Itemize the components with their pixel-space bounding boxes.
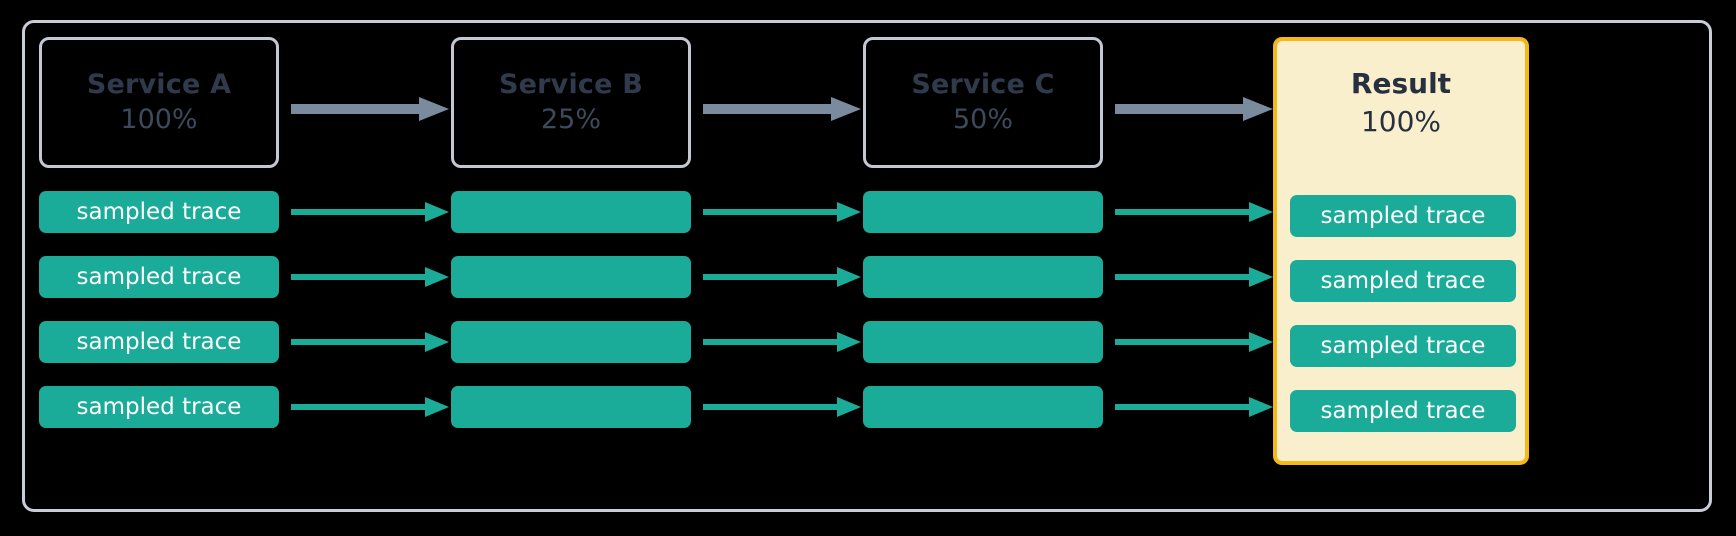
trace-bar-label: sampled trace	[76, 393, 242, 420]
service-node-b[interactable]: Service B 25%	[451, 37, 691, 168]
result-trace-item[interactable]: sampled trace	[1290, 390, 1516, 432]
trace-arrow	[1115, 397, 1273, 417]
result-trace-label: sampled trace	[1320, 332, 1486, 359]
diagram-frame: Service A 100% Service B 25% Service C 5…	[22, 20, 1712, 512]
trace-arrow	[291, 332, 449, 352]
service-percent: 100%	[120, 103, 198, 135]
trace-bar[interactable]	[451, 321, 691, 363]
trace-arrow	[703, 202, 861, 222]
trace-bar[interactable]	[863, 191, 1103, 233]
trace-arrow	[291, 267, 449, 287]
trace-arrow	[1115, 202, 1273, 222]
trace-bar[interactable]: sampled trace	[39, 256, 279, 298]
trace-bar[interactable]	[863, 256, 1103, 298]
trace-bar[interactable]	[451, 191, 691, 233]
result-trace-label: sampled trace	[1320, 397, 1486, 424]
service-title: Service C	[911, 69, 1055, 101]
trace-bar[interactable]: sampled trace	[39, 321, 279, 363]
result-trace-label: sampled trace	[1320, 202, 1486, 229]
service-title: Service B	[498, 69, 644, 101]
result-title: Result	[1350, 67, 1452, 100]
flow-arrow-a-to-b	[291, 97, 449, 121]
flow-arrow-c-to-result	[1115, 97, 1273, 121]
trace-arrow	[291, 202, 449, 222]
service-node-a[interactable]: Service A 100%	[39, 37, 279, 168]
trace-bar-label: sampled trace	[76, 328, 242, 355]
trace-arrow	[703, 267, 861, 287]
result-trace-label: sampled trace	[1320, 267, 1486, 294]
service-percent: 25%	[540, 103, 601, 135]
trace-arrow	[1115, 267, 1273, 287]
trace-bar[interactable]	[451, 386, 691, 428]
trace-arrow	[703, 397, 861, 417]
result-trace-item[interactable]: sampled trace	[1290, 195, 1516, 237]
flow-arrow-b-to-c	[703, 97, 861, 121]
trace-bar[interactable]	[451, 256, 691, 298]
trace-bar[interactable]: sampled trace	[39, 191, 279, 233]
trace-bar[interactable]	[863, 321, 1103, 363]
service-percent: 50%	[952, 103, 1013, 135]
result-node[interactable]: Result 100% sampled trace sampled trace …	[1273, 37, 1529, 465]
result-trace-item[interactable]: sampled trace	[1290, 260, 1516, 302]
trace-arrow	[703, 332, 861, 352]
trace-bar-label: sampled trace	[76, 198, 242, 225]
trace-arrow	[291, 397, 449, 417]
result-percent: 100%	[1360, 105, 1442, 138]
result-trace-item[interactable]: sampled trace	[1290, 325, 1516, 367]
trace-bar-label: sampled trace	[76, 263, 242, 290]
trace-arrow	[1115, 332, 1273, 352]
service-node-c[interactable]: Service C 50%	[863, 37, 1103, 168]
trace-bar[interactable]	[863, 386, 1103, 428]
service-title: Service A	[86, 69, 232, 101]
trace-bar[interactable]: sampled trace	[39, 386, 279, 428]
